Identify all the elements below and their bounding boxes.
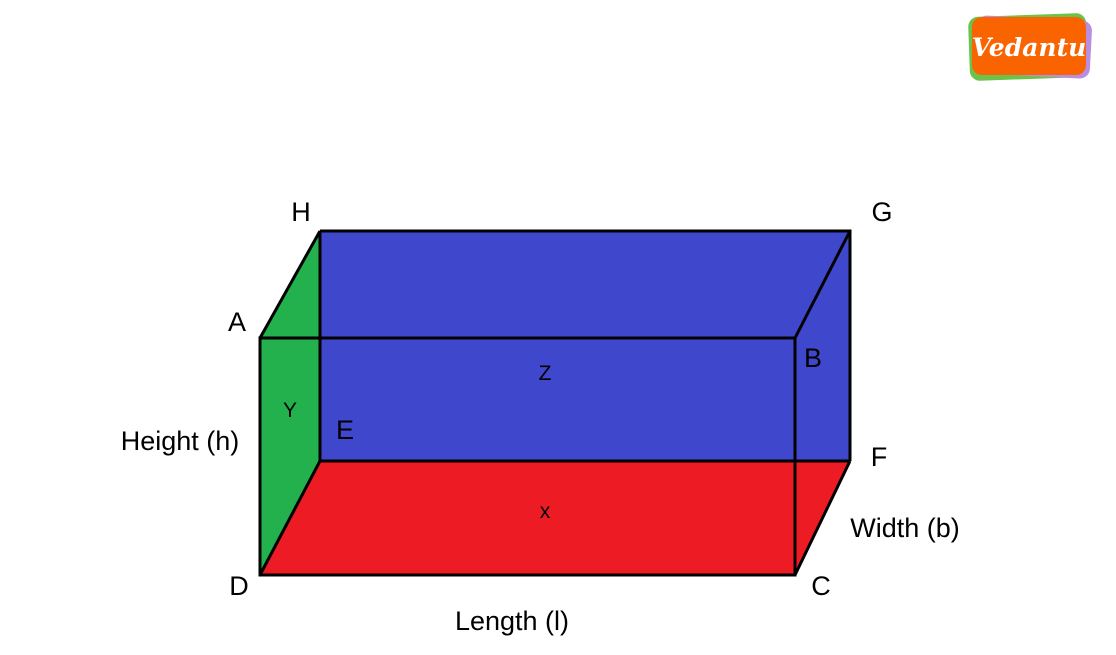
logo-text: Vedantu	[972, 33, 1087, 62]
vertex-label-a: A	[228, 307, 246, 337]
face-label-x: x	[540, 500, 551, 523]
back-face-blue	[320, 231, 850, 461]
vedantu-logo: Vedantu	[968, 13, 1092, 81]
vertex-label-e: E	[336, 415, 354, 445]
height-label: Height (h)	[121, 426, 240, 456]
face-label-z: Z	[539, 362, 552, 385]
vertex-label-b: B	[804, 343, 822, 373]
vertex-label-h: H	[291, 197, 311, 227]
vertex-label-c: C	[811, 571, 831, 601]
face-label-y: Y	[283, 399, 297, 422]
width-label: Width (b)	[850, 513, 960, 543]
cuboid-edges	[258, 229, 852, 577]
vertex-label-f: F	[871, 442, 888, 472]
bottom-face-red	[260, 461, 850, 575]
length-label: Length (l)	[455, 606, 569, 636]
vertex-label-d: D	[229, 571, 249, 601]
vertex-label-g: G	[871, 197, 892, 227]
